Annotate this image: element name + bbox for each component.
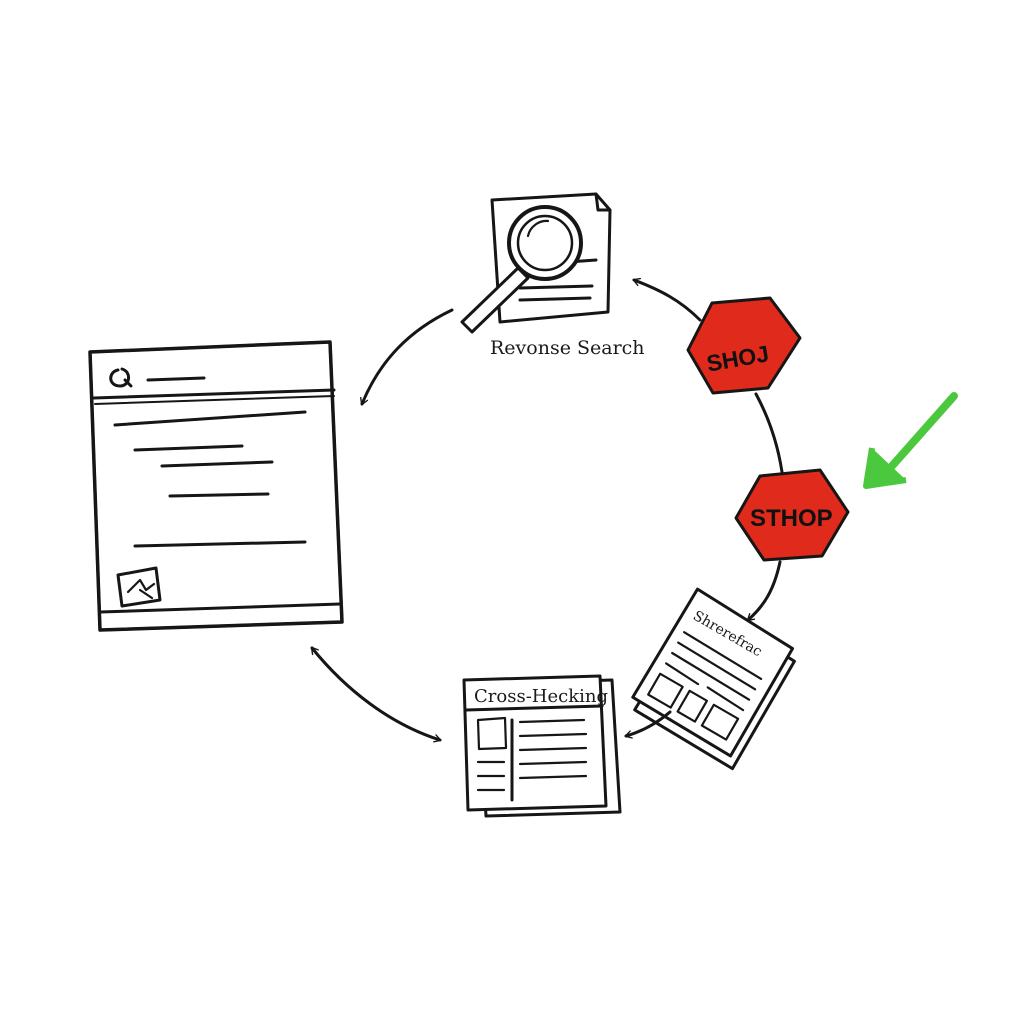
arrow-newspaper-to-cross-check [624, 710, 672, 739]
reverse-search-label: Revonse Search [490, 337, 645, 359]
cross-checking-label: Cross-Hecking [474, 686, 608, 707]
stop-sign-icon: STHOP [734, 468, 850, 562]
document-stack-icon [462, 674, 622, 818]
connector-stop-to-stop [754, 392, 784, 474]
arrow-stop-to-newspaper [746, 560, 782, 622]
arrow-browser-cross-check-double [310, 646, 442, 743]
browser-window-icon [88, 340, 344, 632]
newspaper-icon: Shrerefrac [631, 587, 796, 771]
arrow-reverse-search-to-browser [360, 308, 454, 406]
image-thumbnail-icon [116, 566, 162, 608]
magnifier-document-icon [460, 192, 612, 334]
stop-sign-icon: SHOJ [686, 296, 802, 395]
stop-sign-label-bottom: STHOP [750, 505, 833, 532]
arrow-stop-to-reverse-search [632, 277, 702, 322]
arrow-icon [863, 392, 958, 489]
